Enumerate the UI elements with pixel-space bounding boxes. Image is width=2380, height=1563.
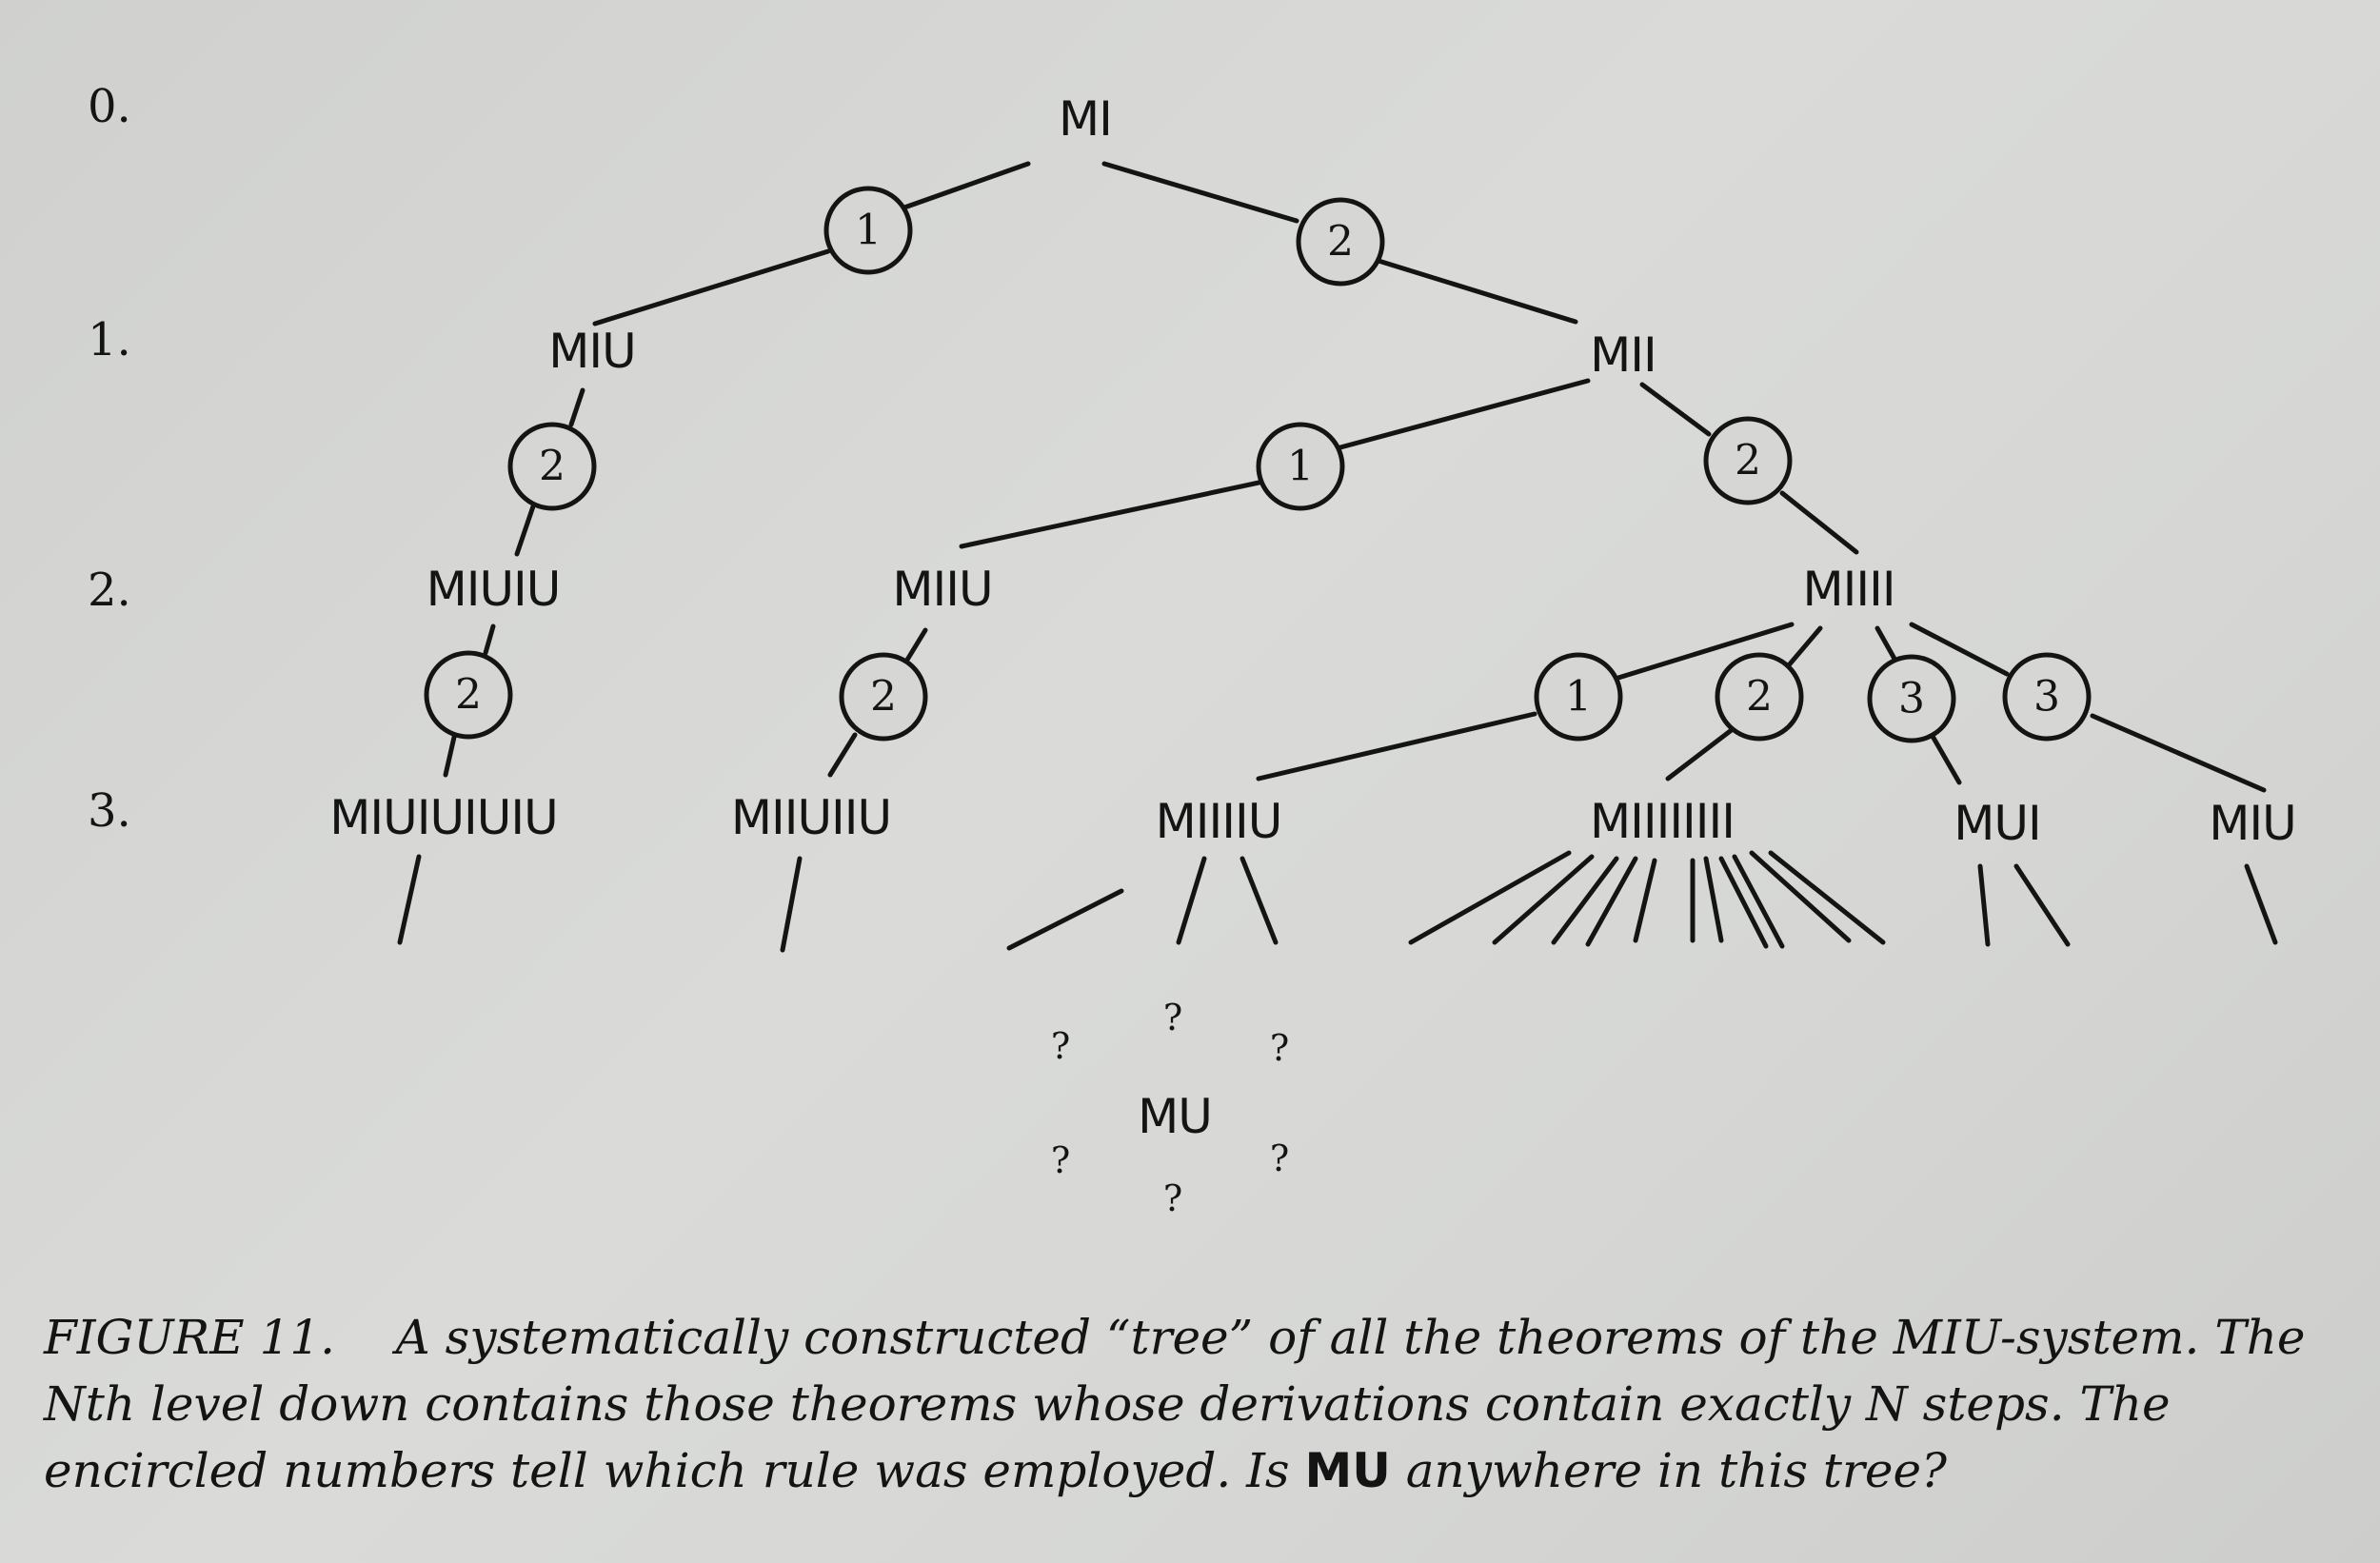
rule-badge: 2 — [424, 650, 513, 740]
rule-badge: 1 — [823, 186, 913, 275]
edge-mii-rule2 — [1639, 382, 1712, 437]
stub-mui-1 — [1977, 863, 1991, 947]
edge-miiii-rule3a — [1874, 625, 1897, 662]
question-mark: ? — [1270, 1027, 1289, 1069]
edge-rule2-miiuiiu — [827, 732, 858, 778]
edge-miiii-rule1 — [1616, 622, 1795, 681]
rule-number: 2 — [455, 671, 482, 720]
node-mui: MUI — [1954, 796, 2040, 851]
stub-m8i-7 — [1703, 856, 1724, 943]
rule-number: 3 — [2033, 673, 2060, 722]
stub-m8i-11 — [1768, 850, 1886, 945]
edge-miuiu-rule2 — [483, 623, 496, 656]
node-miiiiu: MIIIIU — [1156, 794, 1282, 849]
level-label-0: 0. — [88, 80, 131, 133]
level-labels: 0. 1. 2. 3. — [88, 80, 131, 838]
node-miu-level1: MIU — [548, 324, 635, 379]
edge-miu-rule2 — [568, 387, 585, 427]
edge-mi-rule1 — [902, 161, 1031, 210]
rule-badge: 2 — [1715, 652, 1804, 742]
edge-rule1-miiiiu — [1256, 711, 1537, 782]
question-mark: ? — [1051, 1025, 1070, 1067]
stub-m8i-8 — [1718, 856, 1769, 949]
node-mi: MI — [1059, 91, 1112, 147]
stub-miiiiu-3 — [1240, 856, 1279, 945]
rule-badge: 2 — [1296, 197, 1385, 287]
rule-badge: 2 — [839, 652, 928, 742]
edge-rule2-mii — [1376, 258, 1578, 325]
caption-text-end: anywhere in this tree? — [1405, 1443, 1947, 1498]
rule-badge: 3 — [1867, 654, 1956, 743]
rule-badge: 1 — [1256, 422, 1345, 511]
edge-rule2-miuiuiuiu — [443, 730, 458, 778]
caption-figure-number: FIGURE 11. — [44, 1310, 336, 1365]
level-label-3: 3. — [88, 784, 131, 838]
stub-miu-1 — [2244, 863, 2278, 945]
question-mark: ? — [1163, 1177, 1182, 1219]
rule-badge: 2 — [1703, 416, 1793, 505]
level-label-2: 2. — [88, 564, 131, 617]
edge-mi-rule2 — [1101, 161, 1299, 224]
node-miiii: MIIII — [1802, 562, 1894, 617]
rule-number: 1 — [855, 207, 882, 255]
edge-rule2-miiii — [1779, 490, 1859, 555]
edge-miiii-rule2 — [1785, 625, 1823, 669]
edge-miiii-rule3b — [1909, 622, 2010, 677]
stub-miuiuiuiu — [397, 854, 422, 945]
tree-edges — [397, 161, 2278, 953]
question-mark: ? — [1051, 1139, 1070, 1181]
edge-rule3b-miu — [2090, 713, 2267, 793]
stub-mui-2 — [2013, 863, 2071, 947]
edge-rule2-miiiiiiii — [1665, 726, 1735, 782]
stub-miiiiu-1 — [1006, 888, 1124, 951]
stub-m8i-4 — [1585, 856, 1638, 947]
rule-number: 2 — [870, 673, 897, 722]
rule-badge: 1 — [1534, 652, 1623, 742]
stub-m8i-2 — [1492, 854, 1595, 945]
node-miiuiiu: MIIUIIU — [731, 790, 891, 845]
node-miuiuiuiu: MIUIUIUIU — [329, 790, 558, 845]
theorem-nodes: MI MIU MII MIUIU MIIU MIIII MIUIUIUIU MI… — [329, 91, 2297, 1144]
rule-circles: 1 2 2 1 2 2 2 — [424, 186, 2092, 743]
rule-badge: 3 — [2002, 652, 2092, 742]
caption-mu: MU — [1304, 1443, 1391, 1498]
edge-rule2-miuiu — [514, 504, 536, 557]
caption-text: A systematically constructed “tree” of a… — [44, 1310, 2306, 1498]
stub-miiuiiu — [780, 856, 803, 953]
edge-rule1-miiu — [959, 479, 1266, 549]
question-mark: ? — [1270, 1138, 1289, 1179]
figure-caption: FIGURE 11. A systematically constructed … — [44, 1304, 2348, 1504]
rule-number: 3 — [1898, 675, 1925, 723]
edge-rule1-miu — [592, 248, 831, 326]
rule-number: 2 — [1746, 673, 1773, 722]
node-miiu: MIIU — [892, 562, 992, 617]
question-marks: ? ? ? ? ? ? — [1051, 997, 1289, 1219]
rule-number: 1 — [1565, 673, 1592, 722]
stub-m8i-3 — [1551, 856, 1619, 945]
stub-m8i-1 — [1408, 850, 1572, 945]
node-miiiiiiii: MIIIIIIII — [1590, 794, 1735, 849]
stub-m8i-5 — [1633, 858, 1657, 943]
question-mark: ? — [1163, 997, 1182, 1039]
rule-number: 1 — [1287, 443, 1314, 491]
edge-miiu-rule2 — [902, 627, 928, 667]
node-miu-level3: MIU — [2209, 796, 2295, 851]
edge-mii-rule1 — [1338, 378, 1591, 450]
stub-miiiiu-2 — [1176, 856, 1207, 945]
rule-number: 2 — [539, 443, 565, 491]
node-mii: MII — [1590, 327, 1656, 383]
node-miuiu: MIUIU — [426, 562, 561, 617]
stub-m8i-9 — [1732, 854, 1785, 949]
level-label-1: 1. — [88, 313, 131, 366]
rule-number: 2 — [1735, 437, 1761, 485]
rule-badge: 2 — [507, 422, 597, 511]
node-mu: MU — [1138, 1089, 1212, 1144]
rule-number: 2 — [1327, 218, 1354, 267]
stub-m8i-10 — [1749, 850, 1852, 943]
edge-rule3a-mui — [1928, 730, 1962, 785]
